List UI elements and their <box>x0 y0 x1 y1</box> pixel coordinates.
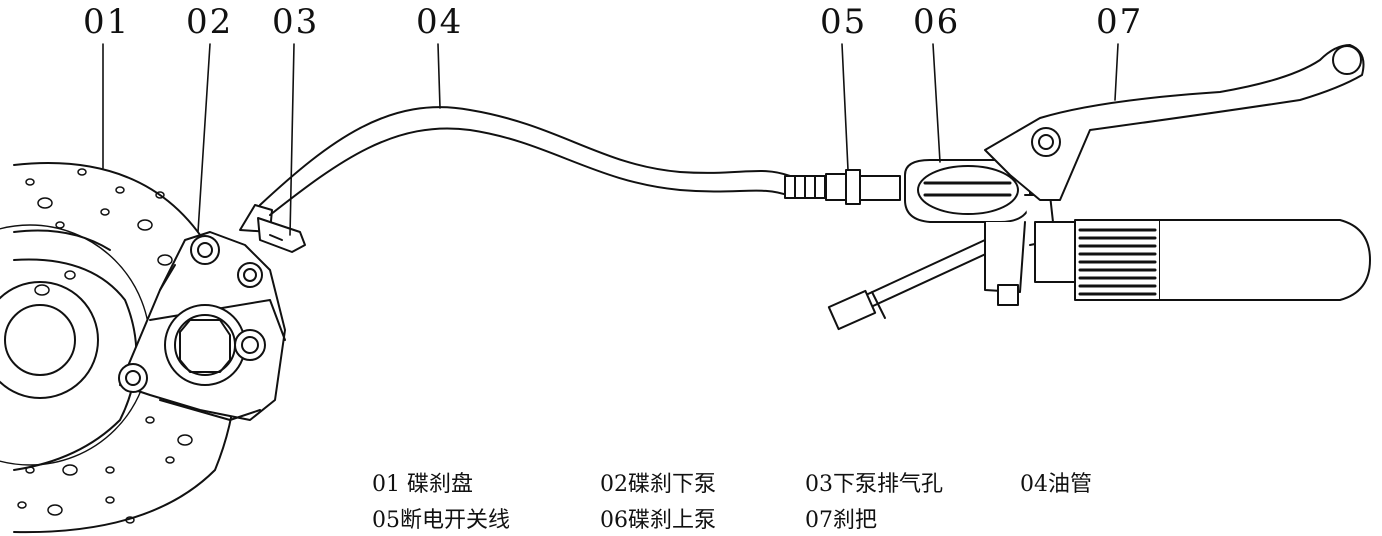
legend-item-03: 03下泵排气孔 <box>805 472 943 497</box>
callout-02: 02 <box>186 2 234 42</box>
bleed-valve <box>239 204 306 253</box>
handlebar-grip <box>1034 219 1371 301</box>
leader-lines <box>102 43 1119 236</box>
brake-caliper <box>118 231 286 421</box>
brake-lever <box>984 44 1365 201</box>
callout-07: 07 <box>1096 2 1144 42</box>
callout-04: 04 <box>416 2 464 42</box>
legend-item-01: 01 碟刹盘 <box>372 472 473 497</box>
callout-01: 01 <box>83 2 131 42</box>
callout-03: 03 <box>272 2 320 42</box>
legend-item-06: 06碟刹上泵 <box>600 508 716 533</box>
legend-item-04: 04油管 <box>1020 472 1092 497</box>
legend-item-07: 07刹把 <box>805 508 877 533</box>
callout-05: 05 <box>820 2 868 42</box>
callout-06: 06 <box>913 2 961 42</box>
legend-item-02: 02碟刹下泵 <box>600 472 716 497</box>
switch-connector <box>825 169 991 331</box>
brake-hose <box>259 106 826 216</box>
legend-item-05: 05断电开关线 <box>372 508 510 533</box>
